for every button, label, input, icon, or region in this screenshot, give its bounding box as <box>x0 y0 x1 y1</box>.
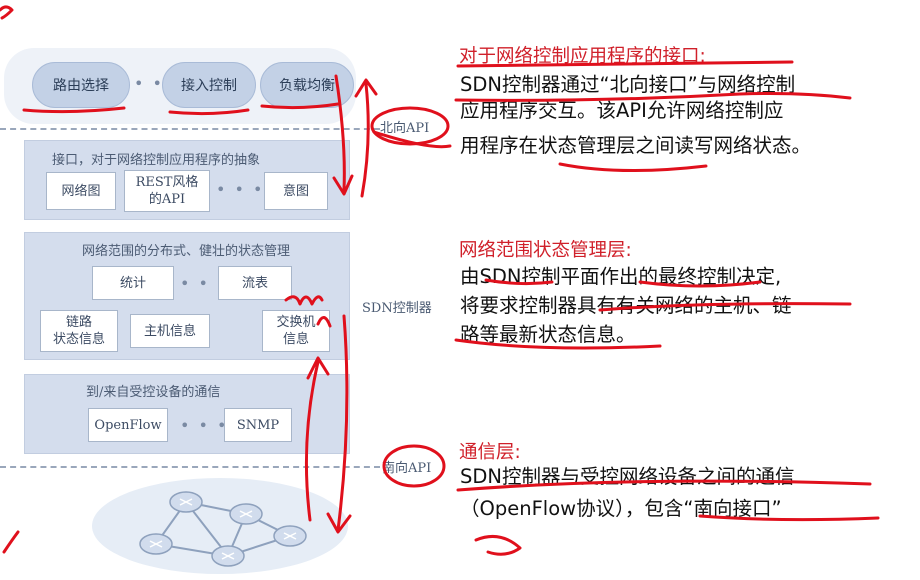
northbound-api-label: 北向API <box>380 117 429 136</box>
note-line-state-3: 路等最新状态信息。 <box>460 322 636 348</box>
box-host-info: 主机信息 <box>130 314 210 348</box>
box-switch-info: 交换机 信息 <box>262 310 330 352</box>
note-line-northbound-1: SDN控制器通过“北向接口”与网络控制 <box>460 72 795 98</box>
app-load-balancing-label: 负载均衡 <box>279 75 335 95</box>
box-network-graph: 网络图 <box>46 172 116 210</box>
app-routing: 路由选择 <box>32 62 130 108</box>
app-access-control-label: 接入控制 <box>181 75 237 95</box>
note-line-communication-2: （OpenFlow协议），包含“南向接口” <box>460 496 782 522</box>
box-link-state: 链路 状态信息 <box>40 310 118 352</box>
app-load-balancing: 负载均衡 <box>260 62 354 108</box>
note-heading-northbound: 对于网络控制应用程序的接口: <box>459 42 706 68</box>
northbound-divider <box>0 128 380 130</box>
note-line-communication-1: SDN控制器与受控网络设备之间的通信 <box>460 464 794 490</box>
communication-dots: • • • <box>180 416 228 435</box>
box-snmp: SNMP <box>224 408 292 442</box>
note-line-northbound-3: 用程序在状态管理层之间读写网络状态。 <box>460 133 811 159</box>
layer-communication-title: 到/来自受控设备的通信 <box>86 381 220 400</box>
note-line-state-1: 由SDN控制平面作出的最终控制决定, <box>460 264 781 290</box>
annotation-arrow-up <box>356 80 376 196</box>
layer-state-title: 网络范围的分布式、健壮的状态管理 <box>82 240 290 259</box>
layer-interface-title: 接口，对于网络控制应用程序的抽象 <box>52 149 260 168</box>
southbound-divider <box>0 466 380 468</box>
app-access-control: 接入控制 <box>162 62 256 108</box>
box-rest-api: REST风格 的API <box>124 170 210 212</box>
interface-dots: • • • <box>216 180 264 199</box>
box-statistics: 统计 <box>92 266 174 300</box>
box-flow-table: 流表 <box>218 266 292 300</box>
app-routing-label: 路由选择 <box>53 75 109 95</box>
box-intent: 意图 <box>264 172 328 210</box>
sdn-controller-label: SDN控制器 <box>362 297 432 316</box>
controlled-network-cloud <box>92 478 348 574</box>
box-openflow: OpenFlow <box>88 408 168 442</box>
note-heading-state: 网络范围状态管理层: <box>459 236 632 262</box>
southbound-api-label: 南向API <box>382 457 431 476</box>
note-line-state-2: 将要求控制器具有有关网络的主机、链 <box>460 293 792 319</box>
note-heading-communication: 通信层: <box>459 438 521 464</box>
note-line-northbound-2: 应用程序交互。该API允许网络控制应 <box>460 98 783 124</box>
